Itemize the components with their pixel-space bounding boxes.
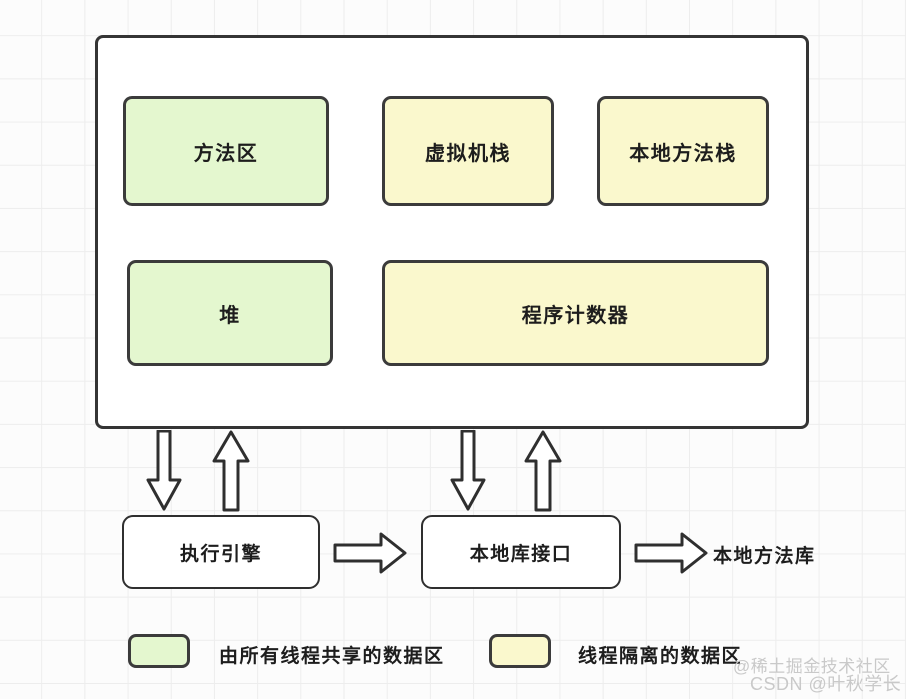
arrow-right-icon: [634, 531, 709, 580]
region-label-method-area: 方法区: [193, 142, 259, 165]
region-box-method-area[interactable]: 方法区: [123, 96, 329, 206]
arrow-down-icon: [146, 429, 182, 517]
region-label-pc-register: 程序计数器: [521, 304, 630, 327]
region-box-native-method-stack[interactable]: 本地方法栈: [597, 96, 769, 206]
node-native-library-interface[interactable]: 本地库接口: [421, 515, 621, 589]
node-label-native-method-library: 本地方法库: [713, 546, 816, 567]
region-box-heap[interactable]: 堆: [127, 260, 333, 366]
region-box-vm-stack[interactable]: 虚拟机栈: [382, 96, 554, 206]
region-label-vm-stack: 虚拟机栈: [425, 142, 511, 165]
legend-label-isolated: 线程隔离的数据区: [578, 646, 743, 667]
legend-swatch-isolated: [489, 634, 551, 668]
legend-swatch-shared: [128, 634, 190, 668]
arrow-down-icon: [450, 429, 486, 517]
node-label-native-library-interface: 本地库接口: [469, 543, 573, 565]
node-execution-engine[interactable]: 执行引擎: [122, 515, 320, 589]
arrow-right-icon: [333, 531, 408, 580]
region-box-pc-register[interactable]: 程序计数器: [382, 260, 769, 366]
arrow-up-icon: [212, 430, 250, 517]
region-label-heap: 堆: [219, 304, 241, 327]
watermark-juejin: @稀土掘金技术社区: [733, 657, 891, 676]
watermark-csdn: CSDN @叶秋学长: [750, 674, 902, 694]
region-label-native-method-stack: 本地方法栈: [629, 142, 737, 165]
legend-label-shared: 由所有线程共享的数据区: [219, 646, 445, 667]
runtime-data-area-container: [95, 35, 809, 429]
arrow-up-icon: [524, 430, 562, 517]
node-label-execution-engine: 执行引擎: [179, 543, 262, 565]
